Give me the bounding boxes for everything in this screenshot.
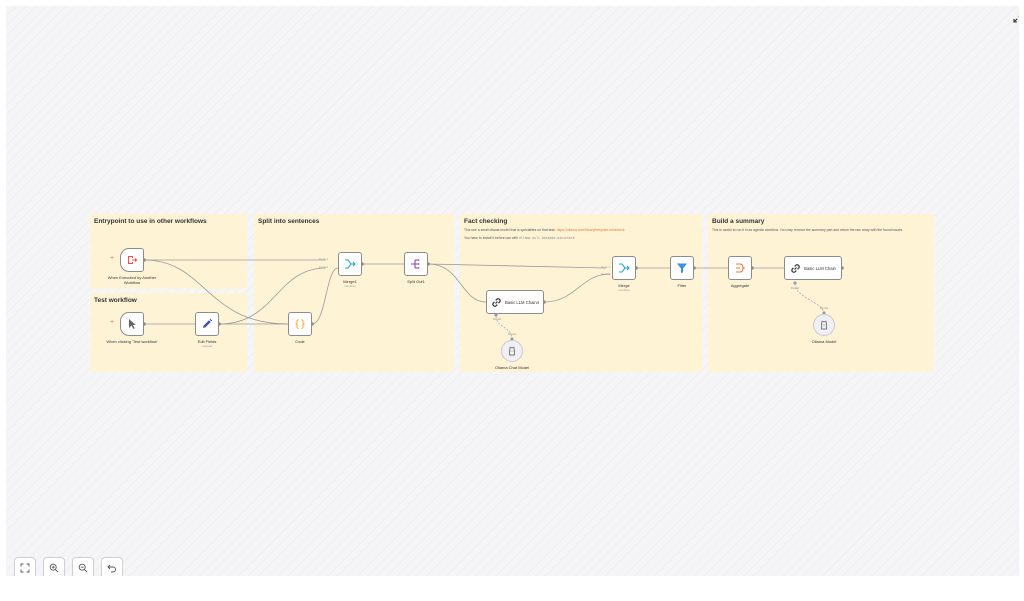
port-label-input2: Input 2: [318, 265, 328, 269]
node-label: When clicking 'Test workflow': [106, 339, 158, 344]
sticky-text: You have to install it before use with o…: [464, 235, 575, 240]
node-aggregate[interactable]: [728, 256, 752, 280]
funnel-icon: [677, 263, 687, 273]
port-label-model: Model: [492, 317, 502, 321]
sticky-text: This is useful to run it in as agentic w…: [712, 228, 904, 232]
node-label: Ollama Model: [811, 339, 837, 344]
sticky-title: Split into sentences: [258, 218, 320, 225]
connection-exec-code: [143, 259, 289, 325]
node-merge[interactable]: [612, 256, 636, 280]
pencil-icon: [203, 318, 213, 328]
braces-icon: {}: [293, 318, 307, 330]
zoom-out-icon: [78, 563, 88, 573]
node-label: Merge: [618, 283, 630, 288]
port-diamond: [494, 313, 498, 317]
connection-llm4-merge: [543, 273, 611, 303]
connection-split-merge: [427, 263, 607, 269]
sticky-title: Fact checking: [464, 218, 508, 225]
sticky-split-sentences[interactable]: Split into sentences: [254, 214, 454, 372]
port-label-model: Model: [819, 306, 829, 310]
node-basic-llm-chain[interactable]: Basic LLM Chain: [784, 256, 842, 280]
port-label-input2: Input 2: [600, 272, 610, 276]
llama-icon: [821, 320, 827, 330]
llama-icon: [509, 346, 515, 356]
cursor-icon: [129, 319, 136, 329]
node-code[interactable]: {}: [288, 312, 312, 336]
connection-code-merge1: [311, 267, 339, 325]
node-label: When Executed by Another Workflow: [107, 275, 157, 286]
aggregate-icon: [736, 263, 745, 273]
zoom-out-button[interactable]: [72, 557, 94, 576]
node-ollama-chat-model[interactable]: [501, 340, 523, 362]
connection-edit-merge1: [218, 267, 327, 325]
install-command: ollama pull bespoke-minicheck: [518, 235, 575, 240]
node-exec-trigger[interactable]: [120, 248, 144, 272]
port-label-model: Model: [790, 286, 800, 290]
node-subtitle: manual: [202, 344, 212, 348]
sticky-entrypoint[interactable]: Entrypoint to use in other workflows: [90, 214, 247, 289]
port-label-input1: Input 1: [600, 265, 610, 269]
sticky-test-workflow[interactable]: Test workflow: [90, 293, 247, 372]
undo-icon: [107, 564, 116, 573]
sticky-title: Build a summary: [712, 218, 765, 225]
node-edit-fields[interactable]: [195, 312, 219, 336]
connection-ollama-model-llm: [794, 283, 825, 315]
sticky-build-summary[interactable]: Build a summary This is useful to run it…: [708, 214, 934, 372]
sticky-title: Test workflow: [94, 297, 137, 304]
sticky-title: Entrypoint to use in other workflows: [94, 218, 207, 225]
node-label: Edit Fields: [197, 339, 217, 344]
fit-view-icon: [20, 563, 30, 573]
merge-icon: [619, 263, 630, 273]
link-icon: [492, 297, 501, 307]
zoom-in-button[interactable]: [43, 557, 65, 576]
expand-icon[interactable]: [1013, 13, 1019, 23]
connection-ollama-chat-llm4: [495, 315, 513, 341]
node-label: Basic LLM Chain: [804, 265, 836, 271]
sticky-text: This use a small ollama model that is sp…: [464, 228, 625, 232]
port-label-model: Model: [507, 332, 517, 336]
node-label: Ollama Chat Model: [494, 365, 530, 370]
port-label-input1: Input 1: [318, 257, 328, 261]
merge-icon: [345, 259, 356, 269]
split-icon: [411, 259, 420, 269]
connection-split-llm4: [427, 263, 487, 303]
add-trigger-plus-icon[interactable]: +: [110, 319, 115, 326]
fit-view-button[interactable]: [14, 557, 36, 576]
link-icon: [791, 263, 800, 273]
bespoke-link[interactable]: https://ollama.com/library/bespoke-minic…: [556, 228, 625, 232]
node-split-out[interactable]: [404, 252, 428, 276]
node-basic-llm-chain4[interactable]: Basic LLM Chain4: [486, 290, 544, 314]
node-label: Split Out1: [407, 279, 425, 284]
node-filter[interactable]: [670, 256, 694, 280]
node-label: Aggregate: [730, 283, 750, 288]
node-subtitle: combine: [344, 284, 356, 288]
node-merge1[interactable]: [338, 252, 362, 276]
node-label: Code: [295, 339, 305, 344]
sticky-fact-checking[interactable]: Fact checking This use a small ollama mo…: [460, 214, 702, 372]
undo-button[interactable]: [101, 557, 123, 576]
node-subtitle: combine: [618, 288, 630, 292]
workflow-canvas[interactable]: Entrypoint to use in other workflows Tes…: [6, 6, 1019, 576]
zoom-in-icon: [49, 563, 59, 573]
exit-icon: [128, 256, 138, 264]
node-test-trigger[interactable]: [120, 312, 144, 336]
node-label: Filter: [677, 283, 687, 288]
node-label: Basic LLM Chain4: [505, 299, 539, 305]
node-label: Merge1: [343, 279, 357, 284]
add-trigger-plus-icon[interactable]: +: [110, 255, 115, 262]
node-ollama-model[interactable]: [813, 314, 835, 336]
port-diamond: [793, 281, 797, 285]
